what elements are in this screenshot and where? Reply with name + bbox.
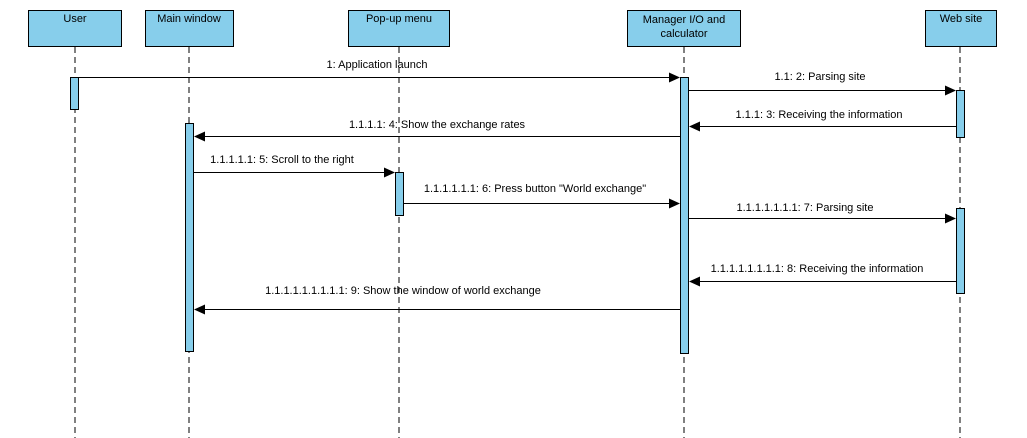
participant-box xyxy=(28,10,122,47)
message-label: 1.1.1.1: 4: Show the exchange rates xyxy=(349,119,526,131)
activation-web-site-1 xyxy=(956,90,965,138)
participant-box xyxy=(627,10,741,47)
message-5: 1.1.1.1.1: 5: Scroll to the right xyxy=(194,154,395,178)
message-label: 1.1.1.1.1: 5: Scroll to the right xyxy=(210,154,354,166)
participant-box xyxy=(925,10,997,47)
message-3: 1.1.1: 3: Receiving the information xyxy=(689,109,956,132)
arrowhead-left-icon xyxy=(194,131,205,142)
arrowhead-left-icon xyxy=(689,121,700,132)
message-8: 1.1.1.1.1.1.1.1: 8: Receiving the inform… xyxy=(689,263,956,287)
arrowhead-right-icon xyxy=(384,167,395,178)
arrowhead-right-icon xyxy=(669,198,680,209)
message-label: 1.1.1.1.1.1: 6: Press button "World exch… xyxy=(424,183,646,195)
participant-user[interactable]: User xyxy=(28,10,122,47)
message-label: 1.1.1.1.1.1.1.1.1: 9: Show the window of… xyxy=(265,285,541,297)
arrowhead-left-icon xyxy=(194,304,205,315)
participant-box xyxy=(145,10,234,47)
message-7: 1.1.1.1.1.1.1: 7: Parsing site xyxy=(689,202,956,224)
participant-label: Main window xyxy=(157,13,221,25)
participant-box xyxy=(348,10,450,47)
participant-main-window[interactable]: Main window xyxy=(145,10,234,47)
message-label: 1.1.1: 3: Receiving the information xyxy=(736,109,903,121)
message-label: 1: Application launch xyxy=(327,59,428,71)
message-label: 1.1.1.1.1.1.1.1: 8: Receiving the inform… xyxy=(711,263,924,275)
activation-manager xyxy=(680,77,689,354)
message-6: 1.1.1.1.1.1: 6: Press button "World exch… xyxy=(404,183,680,209)
participant-popup-menu[interactable]: Pop-up menu xyxy=(348,10,450,47)
activation-user xyxy=(70,77,79,110)
participant-label: Pop-up menu xyxy=(366,13,432,25)
message-label: 1.1: 2: Parsing site xyxy=(774,71,865,83)
participant-label: User xyxy=(63,13,87,25)
participant-manager[interactable]: Manager I/O and calculator xyxy=(627,10,741,47)
participant-label: Manager I/O and calculator xyxy=(642,14,726,40)
activation-main-window xyxy=(185,123,194,352)
arrowhead-left-icon xyxy=(689,276,700,287)
message-1: 1: Application launch xyxy=(79,59,680,83)
message-4: 1.1.1.1: 4: Show the exchange rates xyxy=(194,119,680,142)
message-9: 1.1.1.1.1.1.1.1.1: 9: Show the window of… xyxy=(194,285,680,315)
participant-web-site[interactable]: Web site xyxy=(925,10,997,47)
participant-label: Web site xyxy=(940,13,983,25)
activation-popup-menu xyxy=(395,172,404,216)
participant-label-wrap: Manager I/O and calculator xyxy=(642,14,726,40)
arrowhead-right-icon xyxy=(945,213,956,224)
message-label: 1.1.1.1.1.1.1: 7: Parsing site xyxy=(737,202,874,214)
arrowhead-right-icon xyxy=(945,85,956,96)
activation-web-site-2 xyxy=(956,208,965,294)
arrowhead-right-icon xyxy=(669,72,680,83)
message-2: 1.1: 2: Parsing site xyxy=(689,71,956,96)
